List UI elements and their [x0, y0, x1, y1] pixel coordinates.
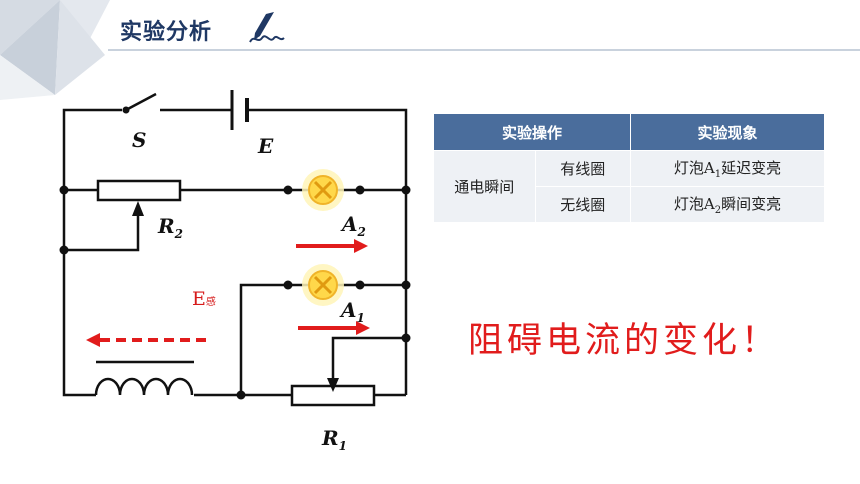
condition-cell: 无线圈	[534, 186, 631, 223]
wire-top-right	[247, 108, 408, 395]
experiment-table: 实验操作 实验现象 通电瞬间 有线圈 灯泡A1延迟变亮 无线圈 灯泡A2瞬间变亮	[433, 113, 825, 223]
resistor-r2	[96, 179, 182, 202]
induced-emf-arrow	[86, 333, 206, 347]
a2-label: A2	[342, 212, 366, 239]
corner-decoration	[0, 0, 110, 100]
r1-label: R1	[322, 426, 347, 453]
junction-nodes	[59, 106, 411, 400]
result-cell: 灯泡A2瞬间变亮	[630, 186, 825, 223]
current-arrow-a2	[296, 239, 368, 253]
switch-blade	[125, 92, 157, 112]
r2-label: R2	[158, 214, 183, 241]
lamp-a2	[302, 169, 344, 211]
a1-label: A1	[341, 298, 365, 325]
pen-icon	[249, 12, 285, 43]
wire-r1-tap	[331, 336, 406, 382]
condition-cell: 有线圈	[534, 150, 631, 187]
table-row: 无线圈 灯泡A2瞬间变亮	[434, 186, 825, 223]
header-operation: 实验操作	[433, 113, 631, 151]
result-cell: 灯泡A1延迟变亮	[630, 150, 825, 187]
page-title: 实验分析	[120, 20, 213, 45]
table-row: 通电瞬间 有线圈 灯泡A1延迟变亮	[433, 150, 825, 223]
wire-top-left	[62, 108, 122, 250]
wire-a1-left	[239, 283, 308, 395]
header-phenomenon: 实验现象	[630, 113, 825, 151]
r2-slider-arrow	[132, 201, 144, 216]
conclusion-text: 阻碍电流的变化！	[468, 321, 781, 361]
header-divider	[108, 49, 860, 51]
inductor-coil	[94, 377, 194, 396]
battery-label: E	[258, 134, 274, 158]
wire-left-lower	[62, 250, 96, 397]
group-label-cell: 通电瞬间	[433, 150, 536, 223]
switch-label: S	[132, 128, 147, 152]
r1-slider-arrow	[327, 378, 339, 392]
current-arrow-a1	[298, 321, 370, 335]
induced-emf-label: E感	[192, 288, 216, 310]
table-header-row: 实验操作 实验现象	[433, 113, 825, 151]
lamp-a1	[302, 264, 344, 306]
wire-r2-tap	[64, 216, 140, 252]
